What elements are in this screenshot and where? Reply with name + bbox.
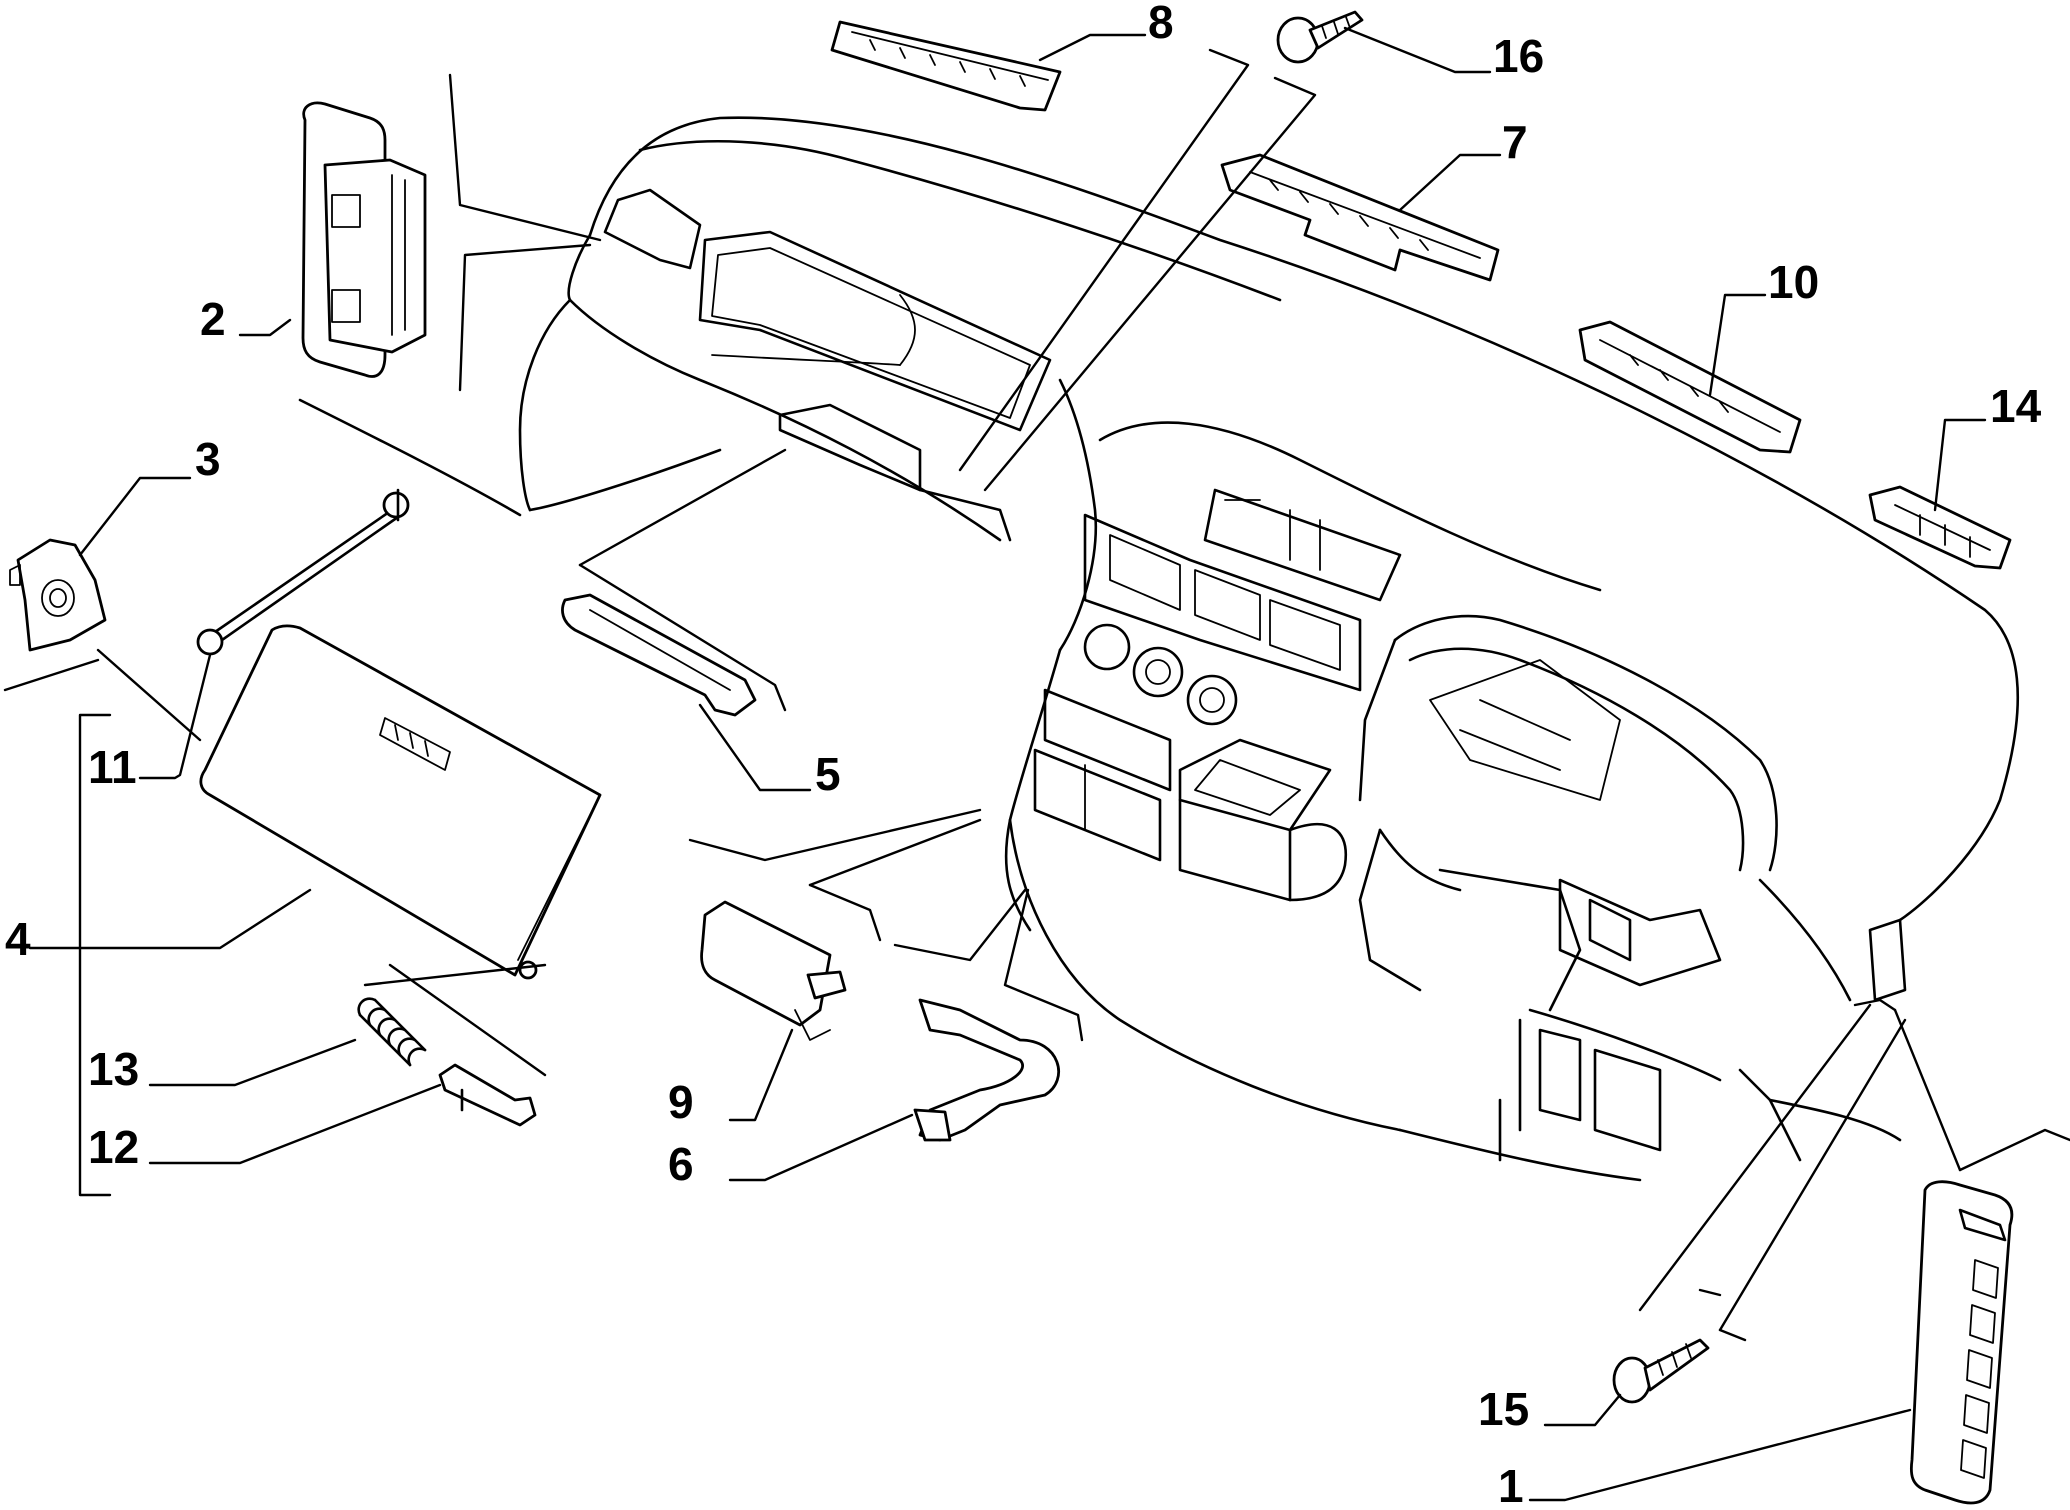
part-10-vent-grille [1578,320,1802,454]
callout-6: 6 [668,1138,694,1190]
callout-7: 7 [1502,116,1528,168]
callout-8: 8 [1148,0,1174,48]
callout-13: 13 [88,1043,139,1095]
callout-12: 12 [88,1121,139,1173]
part-7-vent-grille [1220,153,1500,282]
callout-16: 16 [1493,30,1544,82]
part-12-pin [438,1063,537,1127]
part-15-screw [1612,1338,1710,1404]
part-6-bracket [913,998,1061,1142]
callout-14: 14 [1990,380,2042,432]
part-16-screw [1276,10,1364,64]
callout-10: 10 [1768,256,1819,308]
callout-9: 9 [668,1076,694,1128]
callout-2: 2 [200,293,226,345]
part-4-glove-box-lid [199,624,602,980]
callout-1: 1 [1498,1460,1524,1510]
callout-5: 5 [815,748,841,800]
callout-leaders [28,26,1987,1502]
part-1-switch-panel [1909,1180,2014,1505]
part-2-side-vent [301,101,427,378]
callout-labels: 8 16 7 10 14 2 3 11 4 5 9 6 13 12 15 1 [5,0,2042,1510]
part-8-vent-grille [830,20,1062,112]
assembly-leader-lines [3,48,2070,1342]
dashboard-assembly [298,116,2020,1182]
part-9-latch [700,900,847,1041]
callout-15: 15 [1478,1383,1529,1435]
part-13-spring [357,997,427,1067]
callout-11: 11 [88,741,137,793]
part-14-small-vent [1868,485,2012,570]
callout-4: 4 [5,913,31,965]
part-5-handle [561,593,757,717]
callout-3: 3 [195,433,221,485]
part-3-switch-mount [9,538,107,652]
